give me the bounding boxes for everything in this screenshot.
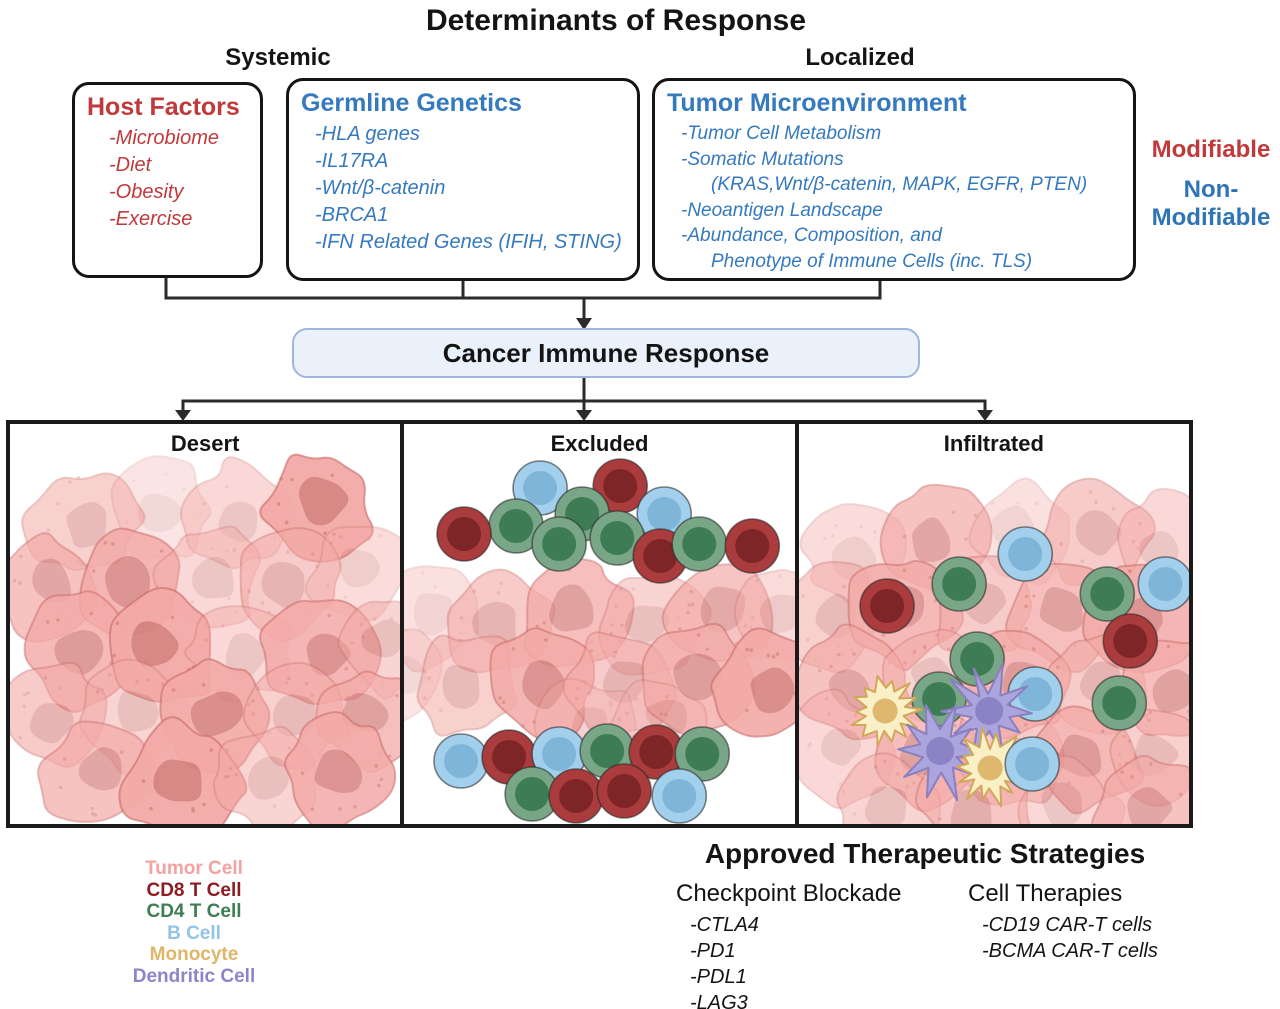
legend-item-cd8-t-cell: CD8 T Cell	[146, 879, 242, 901]
cancer-immune-response-label: Cancer Immune Response	[442, 337, 770, 368]
cell-therapies-title: Cell Therapies	[968, 880, 1123, 907]
checkpoint-item: -LAG3	[690, 992, 748, 1009]
tumor-cell-graphic	[1090, 754, 1189, 824]
legend-item-b-cell: B Cell	[167, 922, 221, 944]
cd4-cell-graphic	[1079, 566, 1135, 622]
panel-infiltrated: Infiltrated	[794, 424, 1189, 824]
cd8-cell-graphic	[592, 458, 649, 514]
cd4-cell-graphic	[531, 516, 588, 572]
tme-item: (KRAS,Wnt/β-catenin, MAPK, EGFR, PTEN)	[711, 174, 1088, 195]
cd8-cell-graphic	[724, 518, 781, 574]
tumor-cell-graphic	[489, 627, 596, 745]
germline-item: -BRCA1	[315, 204, 389, 226]
tumor-cell-graphic	[710, 627, 795, 738]
cd4-cell-graphic	[674, 726, 731, 782]
systemic-label: Systemic	[225, 44, 331, 71]
cancer-immune-response-node: Cancer Immune Response	[292, 328, 920, 378]
legend-item-dendritic-cell: Dendritic Cell	[132, 965, 256, 987]
cd4-cell-graphic	[589, 510, 646, 566]
tumor-cell-graphic	[284, 711, 397, 824]
b-cell-graphic	[1004, 736, 1060, 792]
host-factor-item: -Obesity	[109, 181, 184, 203]
tme-item: -Abundance, Composition, and	[681, 225, 942, 246]
panel-desert: Desert	[10, 424, 401, 824]
cell-therapy-item: -CD19 CAR-T cells	[982, 914, 1153, 936]
cd4-cell-graphic	[1091, 675, 1147, 731]
germline-item: -Wnt/β-catenin	[315, 177, 446, 199]
b-cell-graphic	[1137, 556, 1189, 612]
host-factor-item: -Microbiome	[109, 127, 220, 149]
localized-label: Localized	[805, 44, 915, 71]
cell-therapies-group: Cell Therapies -CD19 CAR-T cells -BCMA CA…	[968, 880, 1158, 964]
panel-desert-title: Desert	[170, 431, 240, 456]
tumor-cell-graphic	[337, 600, 401, 700]
tme-item: -Somatic Mutations	[681, 148, 844, 170]
legend-item-monocyte: Monocyte	[149, 944, 239, 965]
host-factor-item: -Diet	[109, 154, 152, 176]
checkpoint-item: -PD1	[690, 940, 736, 962]
b-cell-graphic	[997, 526, 1053, 582]
mono-cell-graphic	[955, 726, 1029, 808]
mono-cell-graphic	[850, 675, 923, 747]
cd8-cell-graphic	[596, 763, 653, 819]
tumor-cell-graphic	[212, 725, 317, 824]
tumor-phenotype-panels: Desert Excluded Infiltrated	[6, 420, 1193, 828]
tumor-cell-graphic	[118, 716, 248, 824]
b-cell-graphic	[651, 768, 708, 824]
therapies-title: Approved Therapeutic Strategies	[704, 838, 1146, 869]
tumor-microenvironment-title: Tumor Microenvironment	[667, 89, 967, 117]
panel-excluded: Excluded	[400, 424, 795, 824]
excluded-cells-graphic	[404, 458, 795, 824]
germline-item: -IFN Related Genes (IFIH, STING)	[315, 231, 622, 253]
cd4-cell-graphic	[504, 766, 561, 822]
dc-cell-graphic	[896, 704, 987, 802]
checkpoint-blockade-group: Checkpoint Blockade -CTLA4 -PD1 -PDL1 -LAG3	[676, 880, 901, 1009]
tumor-cell-graphic	[304, 525, 401, 622]
cd4-cell-graphic	[910, 671, 967, 727]
cd4-cell-graphic	[930, 556, 987, 612]
germline-genetics-title: Germline Genetics	[301, 89, 522, 117]
panel-excluded-title: Excluded	[550, 431, 649, 456]
cd8-cell-graphic	[1102, 613, 1158, 669]
germline-item: -HLA genes	[315, 123, 420, 145]
tumor-cell-graphic	[835, 752, 941, 824]
cd8-cell-graphic	[548, 768, 605, 824]
legend-item-cd4-t-cell: CD4 T Cell	[146, 901, 242, 922]
page-title: Determinants of Response	[425, 4, 807, 37]
host-factor-item: -Exercise	[109, 208, 193, 230]
host-factors-box: Host Factors -Microbiome -Diet -Obesity -Ex…	[72, 82, 263, 278]
germline-item: -IL17RA	[315, 150, 389, 172]
tme-item: Phenotype of Immune Cells (inc. TLS)	[711, 250, 1033, 272]
dc-cell-graphic	[939, 662, 1033, 763]
cd8-cell-graphic	[858, 578, 915, 634]
modifiable-label: Modifiable	[1151, 136, 1271, 163]
infiltrated-cells-graphic	[798, 477, 1189, 824]
cd8-cell-graphic	[436, 506, 493, 562]
tme-item: -Neoantigen Landscape	[681, 199, 883, 221]
checkpoint-blockade-title: Checkpoint Blockade	[676, 880, 902, 907]
checkpoint-item: -PDL1	[690, 966, 747, 988]
tumor-microenvironment-box: Tumor Microenvironment -Tumor Cell Metab…	[652, 78, 1136, 281]
b-cell-graphic	[433, 733, 490, 789]
cd4-cell-graphic	[948, 631, 1005, 687]
checkpoint-item: -CTLA4	[690, 914, 759, 936]
tme-item: -Tumor Cell Metabolism	[681, 123, 882, 144]
non-modifiable-label: Non- Modifiable	[1151, 176, 1271, 231]
legend-item-tumor-cell: Tumor Cell	[145, 858, 243, 879]
cd4-cell-graphic	[671, 516, 728, 572]
host-factors-title: Host Factors	[87, 93, 240, 121]
panel-infiltrated-title: Infiltrated	[943, 431, 1044, 456]
germline-genetics-box: Germline Genetics -HLA genes -IL17RA -Wnt/…	[286, 78, 640, 281]
desert-cells-graphic	[10, 453, 401, 824]
cd8-cell-graphic	[628, 724, 685, 780]
cell-therapy-item: -BCMA CAR-T cells	[982, 940, 1158, 962]
